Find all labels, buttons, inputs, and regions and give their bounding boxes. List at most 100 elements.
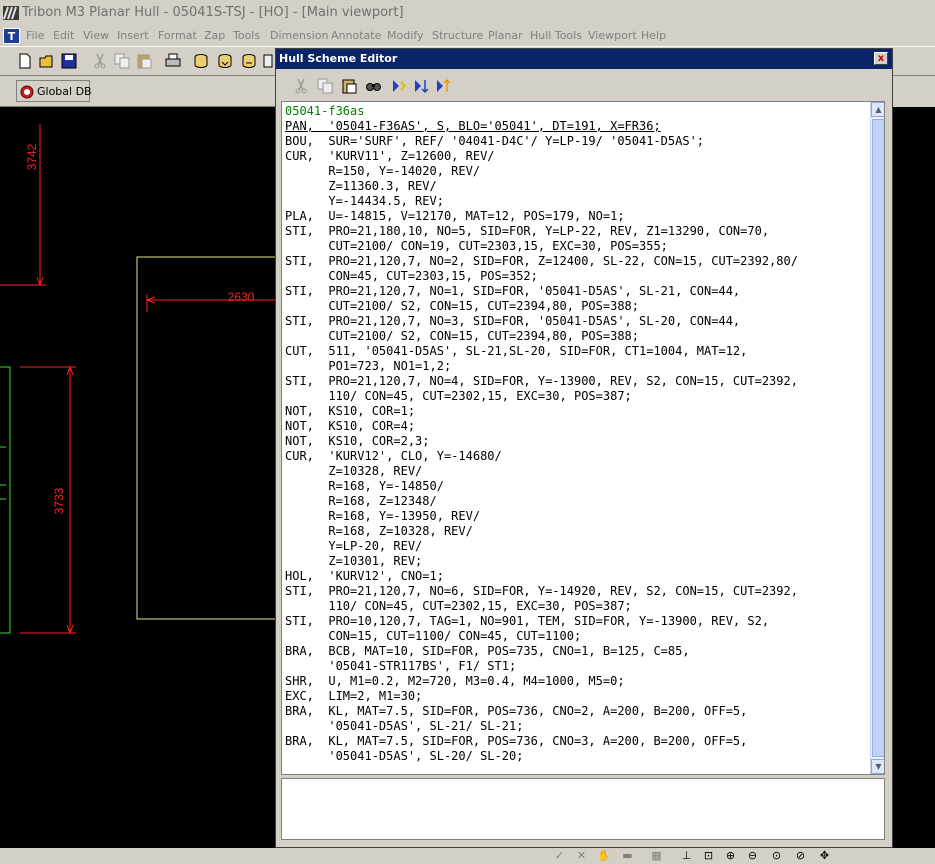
menu-help[interactable]: Help xyxy=(641,29,667,42)
zoom-in-icon[interactable]: ⊕ xyxy=(725,849,736,862)
main-title-bar: Tribon M3 Planar Hull - 05041S-TSJ - [HO… xyxy=(0,0,935,27)
editor-line: 05041-f36as xyxy=(285,104,365,118)
editor-line: HOL, 'KURV12', CNO=1; xyxy=(285,569,444,583)
scrollbar-thumb[interactable] xyxy=(872,119,884,757)
cut-icon[interactable] xyxy=(92,53,108,69)
menu-view[interactable]: View xyxy=(83,29,110,42)
editor-line: Y=-14434.5, REV; xyxy=(285,194,444,208)
options-icon[interactable]: ▬ xyxy=(622,849,633,862)
menu-hull-tools[interactable]: Hull Tools xyxy=(530,29,582,42)
document-icon[interactable]: T xyxy=(3,28,20,44)
database-store-icon[interactable] xyxy=(241,53,257,69)
editor-line: STI, PRO=21,120,7, NO=3, SID=FOR, '05041… xyxy=(285,314,741,328)
editor-line: 110/ CON=45, CUT=2302,15, EXC=30, POS=38… xyxy=(285,599,632,613)
zoom-out-icon[interactable]: ⊖ xyxy=(747,849,758,862)
menu-annotate[interactable]: Annotate xyxy=(331,29,382,42)
dimension-label-2630: 2630 xyxy=(228,290,255,304)
menu-tools[interactable]: Tools xyxy=(233,29,261,42)
bottom-toolbar: ✓ ✕ ✋ ▬ ▦ ⊥ ⊡ ⊕ ⊖ ⊙ ⊘ ✥ xyxy=(0,848,935,864)
menu-zap[interactable]: Zap xyxy=(204,29,226,42)
menu-bar: T File Edit View Insert Format Zap Tools… xyxy=(0,27,935,45)
hull-scheme-editor-window: Hull Scheme Editor x 05041-f36as PAN, '0… xyxy=(275,48,893,848)
editor-line: Z=10301, REV; xyxy=(285,554,423,568)
editor-line: BOU, SUR='SURF', REF/ '04041-D4C'/ Y=LP-… xyxy=(285,134,705,148)
editor-line: CUT=2100/ CON=19, CUT=2303,15, EXC=30, P… xyxy=(285,239,668,253)
paste-icon[interactable] xyxy=(341,78,358,94)
menu-structure[interactable]: Structure xyxy=(432,29,484,42)
editor-line: PAN, '05041-F36AS', S, BLO='05041', DT=1… xyxy=(285,119,661,133)
goto-line-icon[interactable] xyxy=(391,78,408,94)
database-refresh-icon[interactable] xyxy=(217,53,233,69)
editor-line: PLA, U=-14815, V=12170, MAT=12, POS=179,… xyxy=(285,209,625,223)
scroll-up-button[interactable]: ▲ xyxy=(871,102,884,117)
editor-line: PO1=723, NO1=1,2; xyxy=(285,359,452,373)
pin-icon[interactable]: ⊥ xyxy=(681,849,692,862)
message-pane[interactable] xyxy=(281,778,885,840)
editor-line: R=168, Y=-14850/ xyxy=(285,479,444,493)
editor-line: R=168, Y=-13950, REV/ xyxy=(285,509,481,523)
new-file-icon[interactable] xyxy=(17,53,33,69)
editor-line: STI, PRO=21,120,7, NO=2, SID=FOR, Z=1240… xyxy=(285,254,798,268)
dimension-label-3742: 3742 xyxy=(25,143,39,170)
database-icon[interactable] xyxy=(193,53,209,69)
menu-viewport[interactable]: Viewport xyxy=(588,29,637,42)
hull-scheme-editor-titlebar[interactable]: Hull Scheme Editor x xyxy=(276,49,892,69)
menu-modify[interactable]: Modify xyxy=(387,29,424,42)
editor-line: EXC, LIM=2, M1=30; xyxy=(285,689,423,703)
close-button[interactable]: x xyxy=(874,52,888,65)
menu-format[interactable]: Format xyxy=(158,29,197,42)
check-icon[interactable]: ✓ xyxy=(554,849,565,862)
editor-line: NOT, KS10, COR=1; xyxy=(285,404,416,418)
editor-line: CUR, 'KURV11', Z=12600, REV/ xyxy=(285,149,495,163)
pan-hand-icon[interactable]: ✋ xyxy=(597,849,611,862)
menu-planar[interactable]: Planar xyxy=(488,29,523,42)
editor-line: Z=10328, REV/ xyxy=(285,464,423,478)
menu-file[interactable]: File xyxy=(26,29,45,42)
menu-insert[interactable]: Insert xyxy=(117,29,149,42)
open-folder-icon[interactable] xyxy=(39,53,55,69)
zoom-window-icon[interactable]: ⊡ xyxy=(703,849,714,862)
pan-move-icon[interactable]: ✥ xyxy=(819,849,830,862)
zoom-previous-icon[interactable]: ⊘ xyxy=(795,849,806,862)
more-tools-icon[interactable] xyxy=(263,53,273,69)
copy-icon[interactable] xyxy=(114,53,130,69)
zoom-extents-icon[interactable]: ⊙ xyxy=(771,849,782,862)
menu-edit[interactable]: Edit xyxy=(53,29,75,42)
vertical-scrollbar[interactable]: ▲ ▼ xyxy=(870,102,884,774)
editor-line: R=168, Z=12348/ xyxy=(285,494,437,508)
print-icon[interactable] xyxy=(165,53,181,69)
global-db-label: Global DB xyxy=(37,85,92,98)
editor-line: CUT, 511, '05041-D5AS', SL-21,SL-20, SID… xyxy=(285,344,748,358)
paste-icon[interactable] xyxy=(136,53,152,69)
scroll-down-button[interactable]: ▼ xyxy=(871,759,884,774)
cut-icon[interactable] xyxy=(293,78,310,94)
editor-line: Y=LP-20, REV/ xyxy=(285,539,423,553)
editor-line: CUR, 'KURV12', CLO, Y=-14680/ xyxy=(285,449,502,463)
copy-icon[interactable] xyxy=(317,78,334,94)
editor-line: STI, PRO=21,120,7, NO=6, SID=FOR, Y=-149… xyxy=(285,584,798,598)
scheme-text-editor[interactable]: 05041-f36as PAN, '05041-F36AS', S, BLO='… xyxy=(281,101,885,775)
hull-scheme-editor-title: Hull Scheme Editor xyxy=(279,52,398,65)
menu-dimension[interactable]: Dimension xyxy=(270,29,329,42)
previous-error-icon[interactable] xyxy=(435,78,452,94)
editor-line: STI, PRO=21,180,10, NO=5, SID=FOR, Y=LP-… xyxy=(285,224,770,238)
editor-text-area[interactable]: 05041-f36as PAN, '05041-F36AS', S, BLO='… xyxy=(285,104,865,764)
editor-line: '05041-D5AS', SL-20/ SL-20; xyxy=(285,749,524,763)
save-icon[interactable] xyxy=(61,53,77,69)
global-db-button[interactable]: Global DB xyxy=(16,80,92,102)
editor-line: BRA, BCB, MAT=10, SID=FOR, POS=735, CNO=… xyxy=(285,644,690,658)
cancel-icon[interactable]: ✕ xyxy=(576,849,587,862)
editor-line: R=168, Z=10328, REV/ xyxy=(285,524,473,538)
dimension-arrow xyxy=(145,296,156,304)
editor-line: STI, PRO=21,120,7, NO=4, SID=FOR, Y=-139… xyxy=(285,374,798,388)
editor-line: BRA, KL, MAT=7.5, SID=FOR, POS=736, CNO=… xyxy=(285,734,748,748)
next-error-icon[interactable] xyxy=(413,78,430,94)
editor-line: STI, PRO=10,120,7, TAG=1, NO=901, TEM, S… xyxy=(285,614,770,628)
editor-line: NOT, KS10, COR=2,3; xyxy=(285,434,430,448)
editor-line: CON=45, CUT=2303,15, POS=352; xyxy=(285,269,538,283)
find-icon[interactable] xyxy=(365,78,382,94)
grid-icon[interactable]: ▦ xyxy=(651,849,662,862)
dimension-arrow xyxy=(66,624,74,635)
secondary-toolbar: Global DB xyxy=(0,77,275,107)
dimension-label-3733: 3733 xyxy=(52,487,66,514)
